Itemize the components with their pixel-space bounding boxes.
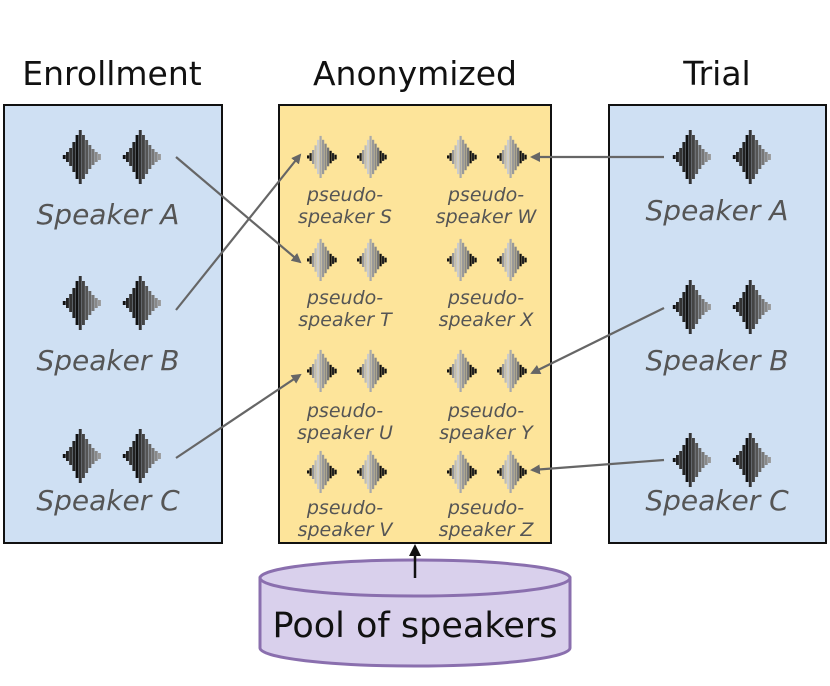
pseudo-label-line1: pseudo- [447, 497, 525, 519]
waveform-icon [62, 276, 101, 330]
waveform-icon [122, 130, 161, 184]
waveform-icon [497, 349, 527, 392]
waveform-icon [447, 450, 477, 493]
waveform-icon [497, 135, 527, 178]
waveform-icon [672, 130, 711, 184]
trial-panel [608, 104, 827, 544]
enrollment-panel [3, 104, 223, 544]
pseudo-label-line1: pseudo- [447, 287, 525, 309]
enrollment-title: Enrollment [22, 54, 202, 93]
pseudo-speaker-s-label: pseudo- speaker S [290, 184, 400, 228]
trial-speaker-b-label: Speaker B [645, 344, 789, 377]
enrollment-speaker-b-label: Speaker B [36, 344, 180, 377]
arrow-enroll-b-to-s [175, 153, 302, 311]
waveform-icon [307, 135, 337, 178]
pseudo-speaker-z-label: pseudo- speaker Z [430, 497, 542, 541]
pseudo-label-line2: speaker T [298, 309, 392, 331]
waveform-icon [447, 238, 477, 281]
waveform-icon [497, 238, 527, 281]
pseudo-label-line1: pseudo- [447, 400, 525, 422]
waveform-icon [672, 280, 711, 334]
waveform-icon [307, 450, 337, 493]
pseudo-speaker-x-label: pseudo- speaker X [430, 287, 542, 331]
pseudo-label-line1: pseudo- [306, 287, 384, 309]
pseudo-label-line2: speaker Z [438, 519, 534, 541]
pseudo-label-line2: speaker V [297, 519, 393, 541]
pseudo-label-line2: speaker S [298, 206, 392, 228]
pseudo-speaker-v-label: pseudo- speaker V [290, 497, 400, 541]
waveform-icon [732, 433, 771, 487]
trial-title: Trial [683, 54, 751, 93]
pseudo-label-line2: speaker Y [439, 422, 533, 444]
pool-cylinder-body [258, 576, 572, 668]
pseudo-label-line1: pseudo- [306, 497, 384, 519]
waveform-icon [497, 450, 527, 493]
arrow-enroll-a-to-t [175, 156, 302, 264]
pseudo-speaker-y-label: pseudo- speaker Y [430, 400, 542, 444]
pseudo-speaker-t-label: pseudo- speaker T [290, 287, 400, 331]
arrow-enroll-c-to-u [175, 373, 302, 459]
waveform-icon [357, 135, 387, 178]
trial-speaker-c-label: Speaker C [645, 484, 789, 517]
anonymized-title: Anonymized [312, 54, 517, 93]
waveform-icon [732, 130, 771, 184]
pseudo-label-line2: speaker U [297, 422, 393, 444]
waveform-icon [357, 450, 387, 493]
enrollment-speaker-c-label: Speaker C [36, 484, 180, 517]
pseudo-label-line1: pseudo- [306, 184, 384, 206]
waveform-icon [62, 130, 101, 184]
arrow-trial-b-to-y [530, 307, 665, 374]
pseudo-label-line2: speaker W [435, 206, 537, 228]
pseudo-label-line1: pseudo- [306, 400, 384, 422]
waveform-icon [62, 429, 101, 483]
pseudo-label-line1: pseudo- [447, 184, 525, 206]
waveform-icon [447, 349, 477, 392]
pseudo-label-line2: speaker X [438, 309, 534, 331]
waveform-icon [732, 280, 771, 334]
waveform-icon [357, 238, 387, 281]
waveform-icon [307, 238, 337, 281]
enrollment-speaker-a-label: Speaker A [36, 198, 180, 231]
pool-cylinder [258, 558, 572, 668]
pseudo-speaker-u-label: pseudo- speaker U [290, 400, 400, 444]
trial-speaker-a-label: Speaker A [645, 194, 789, 227]
waveform-icon [672, 433, 711, 487]
waveform-icon [357, 349, 387, 392]
pseudo-speaker-w-label: pseudo- speaker W [430, 184, 542, 228]
pool-label: Pool of speakers [272, 606, 558, 646]
waveform-icon [447, 135, 477, 178]
arrow-trial-c-to-z [530, 458, 665, 475]
waveform-icon [307, 349, 337, 392]
waveform-icon [122, 276, 161, 330]
waveform-icon [122, 429, 161, 483]
